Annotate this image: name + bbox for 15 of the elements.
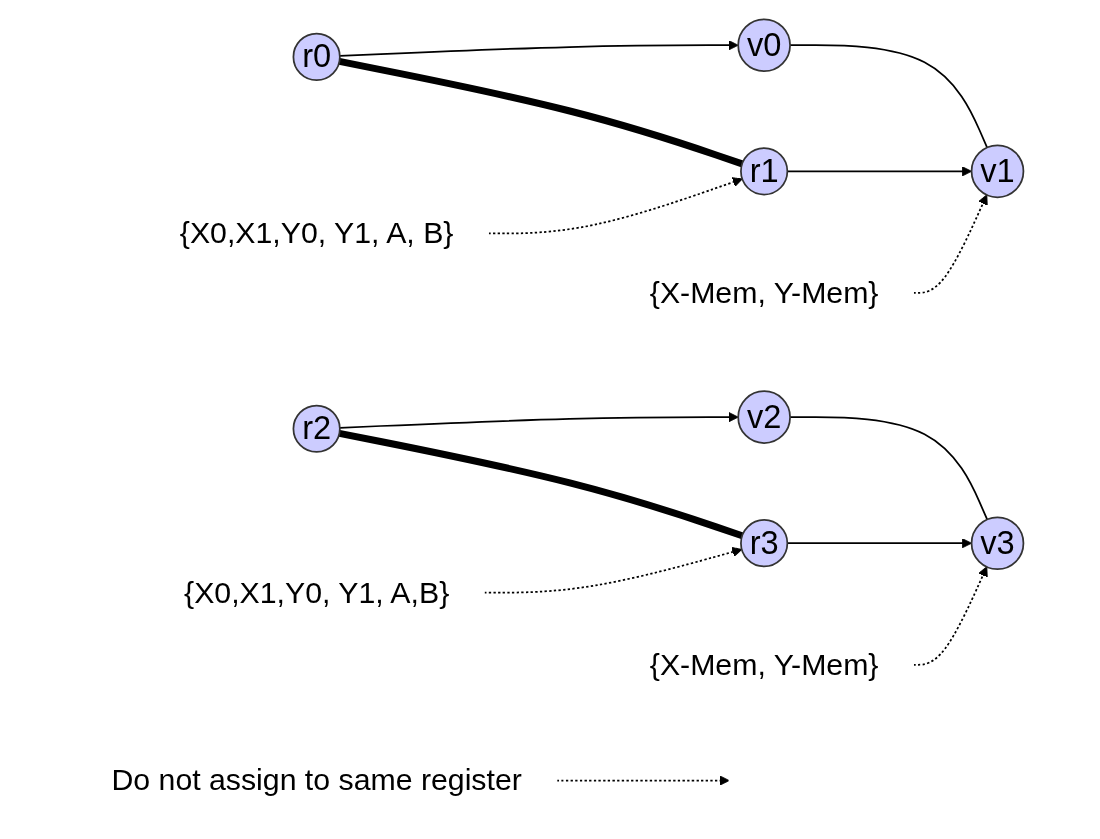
node-text: {X-Mem, Y-Mem} <box>649 274 879 310</box>
node-circle: r1 <box>740 146 789 195</box>
node-circle: r0 <box>292 32 341 81</box>
node-circle: r2 <box>292 404 341 453</box>
node-text: {X0,X1,Y0, Y1, A, B} <box>179 214 454 250</box>
node-text: Do not assign to same register <box>111 762 522 797</box>
connector <box>338 429 744 539</box>
node-text: {X-Mem, Y-Mem} <box>649 646 879 682</box>
node-circle: v2 <box>737 389 791 444</box>
connector <box>338 57 744 167</box>
node-circle: r3 <box>740 518 789 567</box>
node-circle: v3 <box>970 515 1025 570</box>
node-circle: v0 <box>737 17 791 72</box>
node-circle: v1 <box>970 144 1025 198</box>
node-text: {X0,X1,Y0, Y1, A,B} <box>184 574 450 610</box>
